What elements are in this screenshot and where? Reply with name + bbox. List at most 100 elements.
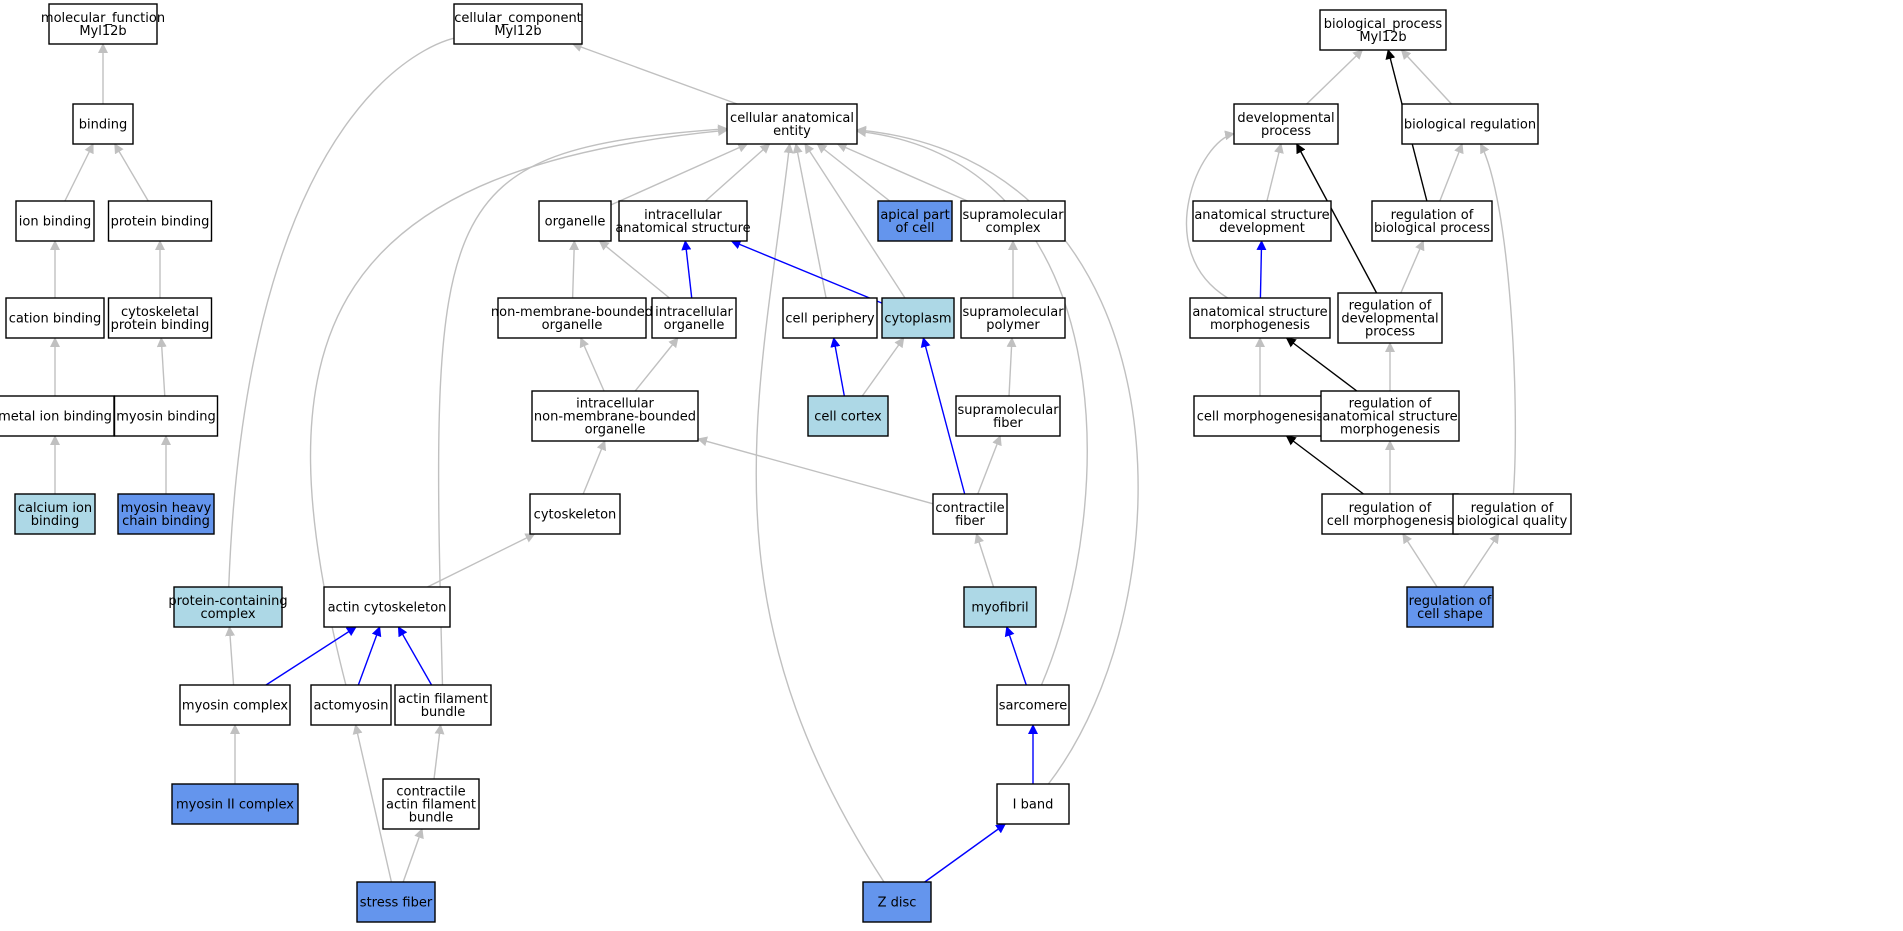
node-box	[171, 783, 299, 825]
node-box	[996, 684, 1070, 726]
node-cell-periphery[interactable]: cell periphery	[782, 297, 878, 339]
edge-sarcomere-to-cellular-anatomical-entity	[856, 127, 1088, 686]
node-label: apical part	[880, 208, 949, 223]
node-label: cell periphery	[785, 312, 875, 327]
node-cytoskeleton[interactable]: cytoskeleton	[529, 493, 621, 535]
edge-myofibril-to-contractile-fiber	[974, 533, 995, 588]
node-actin-cytoskeleton[interactable]: actin cytoskeleton	[323, 586, 451, 628]
edge-regulation-of-cell-morphogenesis-to-cell-morphogenesis	[1285, 435, 1364, 495]
edge-stress-fiber-to-actomyosin	[352, 724, 393, 883]
node-box	[5, 297, 105, 339]
edge-actin-cytoskeleton-to-cytoskeleton	[427, 533, 536, 588]
node-box	[1401, 103, 1539, 145]
node-box	[1321, 493, 1459, 535]
edge-z-disc-to-i-band	[924, 823, 1007, 883]
node-metal-ion-binding[interactable]: metal ion binding	[0, 395, 115, 437]
node-label: biological_process	[1324, 17, 1443, 32]
edge-intracellular-organelle-to-intracellular-anatomical-structure	[681, 240, 693, 299]
node-label: organelle	[664, 318, 725, 333]
node-label: non-membrane-bounded	[491, 305, 653, 320]
edge-cytoskeleton-to-intracellular-nmb-organelle	[582, 440, 607, 495]
node-label: actin filament	[398, 692, 488, 707]
node-label: supramolecular	[957, 403, 1059, 418]
node-label: polymer	[986, 318, 1040, 333]
node-organelle[interactable]: organelle	[538, 200, 612, 242]
node-label: myosin II complex	[176, 798, 294, 813]
node-ion-binding[interactable]: ion binding	[15, 200, 95, 242]
edge-intracellular-organelle-to-organelle	[598, 240, 670, 299]
node-cell-morphogenesis[interactable]: cell morphogenesis	[1193, 395, 1327, 437]
node-label: stress fiber	[360, 896, 433, 911]
node-biological-regulation[interactable]: biological regulation	[1401, 103, 1539, 145]
node-box	[618, 200, 748, 242]
node-i-band[interactable]: I band	[996, 783, 1070, 825]
node-label: regulation of	[1349, 299, 1432, 314]
node-cytoplasm[interactable]: cytoplasm	[881, 297, 955, 339]
node-z-disc[interactable]: Z disc	[862, 881, 932, 923]
node-cation-binding[interactable]: cation binding	[5, 297, 105, 339]
node-binding[interactable]: binding	[72, 103, 134, 145]
node-label: Z disc	[878, 896, 917, 911]
edge-contractile-fiber-to-supramolecular-fiber	[977, 435, 1002, 495]
node-label: organelle	[545, 215, 606, 230]
node-myosin-binding[interactable]: myosin binding	[113, 395, 219, 437]
node-box	[0, 395, 115, 437]
edge-i-band-to-cellular-anatomical-entity	[856, 125, 1139, 785]
edge-cytoplasm-to-cellular-anatomical-entity	[804, 143, 906, 299]
node-label: cytoskeleton	[534, 508, 617, 523]
node-label: I band	[1013, 798, 1054, 813]
node-cell-cortex[interactable]: cell cortex	[807, 395, 889, 437]
node-box	[107, 200, 213, 242]
node-myosin-ii-complex[interactable]: myosin II complex	[171, 783, 299, 825]
edge-cytoplasm-to-intracellular-anatomical-structure	[730, 239, 883, 304]
node-myosin-complex[interactable]: myosin complex	[179, 684, 291, 726]
edge-cell-cortex-to-cytoplasm	[861, 337, 905, 397]
node-stress-fiber[interactable]: stress fiber	[356, 881, 436, 923]
node-sarcomere[interactable]: sarcomere	[996, 684, 1070, 726]
node-label: anatomical structure	[1192, 305, 1327, 320]
node-box	[531, 390, 699, 442]
edge-anatomical-structure-morphogenesis-to-anatomical-structure-development	[1256, 240, 1267, 299]
node-myofibril[interactable]: myofibril	[963, 586, 1037, 628]
node-box	[179, 684, 291, 726]
edge-anatomical-structure-morphogenesis-to-developmental-process	[1185, 130, 1235, 299]
node-label: actin cytoskeleton	[328, 601, 447, 616]
node-label: development	[1219, 221, 1305, 236]
edge-regulation-of-developmental-process-to-developmental-process	[1296, 143, 1378, 294]
node-box	[807, 395, 889, 437]
node-box	[651, 297, 737, 339]
node-protein-binding[interactable]: protein binding	[107, 200, 213, 242]
node-actomyosin[interactable]: actomyosin	[310, 684, 392, 726]
node-intracellular-nmb-organelle[interactable]: intracellularnon-membrane-boundedorganel…	[531, 390, 699, 442]
node-label: actin filament	[386, 798, 476, 813]
node-label: developmental	[1237, 111, 1334, 126]
